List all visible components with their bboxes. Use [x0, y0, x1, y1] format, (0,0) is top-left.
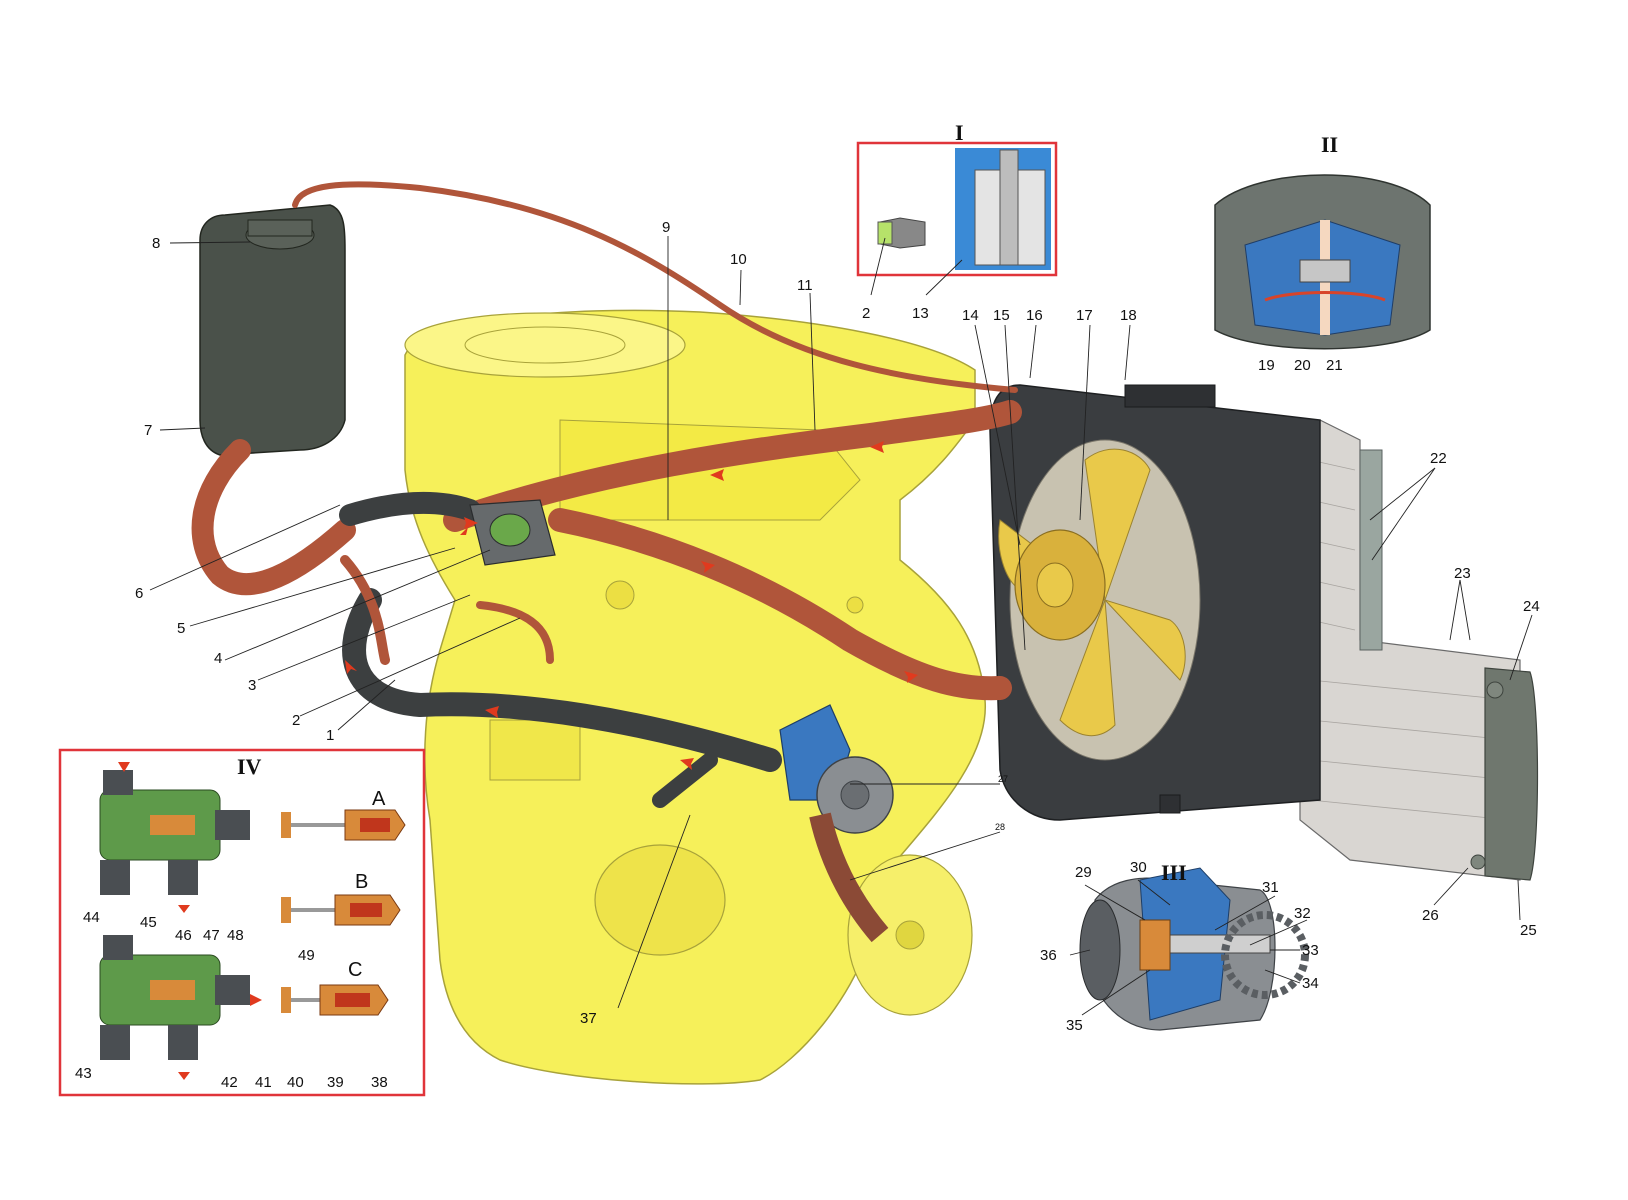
callout-26: 26 [1422, 907, 1439, 924]
callout-13: 13 [912, 305, 929, 322]
thermostat-element-c [281, 984, 389, 1016]
callout-23: 23 [1454, 565, 1471, 582]
thermostat-state-b: B [355, 871, 368, 893]
callout-28: 28 [995, 822, 1005, 832]
callout-6: 6 [135, 585, 143, 602]
callout-29: 29 [1075, 864, 1092, 881]
callout-32: 32 [1294, 905, 1311, 922]
callout-33: 33 [1302, 942, 1319, 959]
hoses [191, 181, 1022, 808]
callouts: 1 2 2 3 4 5 6 7 8 9 10 11 13 14 15 16 17… [75, 219, 1540, 1091]
detail-4 [58, 748, 426, 1097]
callout-5: 5 [177, 620, 185, 637]
flow-arrows [345, 441, 918, 770]
thermostat-state-c: C [348, 959, 362, 981]
thermostat-element-a [281, 809, 406, 841]
thermostat-closed [99, 762, 250, 913]
thermostat-element-b [281, 894, 401, 926]
radiator [1299, 419, 1539, 881]
detail-3 [1079, 867, 1309, 1031]
callout-15: 15 [993, 307, 1010, 324]
callout-49: 49 [298, 947, 315, 964]
callout-22: 22 [1430, 450, 1447, 467]
callout-43: 43 [75, 1065, 92, 1082]
callout-46: 46 [175, 927, 192, 944]
detail-2 [1214, 174, 1431, 350]
callout-17: 17 [1076, 307, 1093, 324]
callout-4: 4 [214, 650, 222, 667]
callout-11: 11 [797, 277, 813, 294]
fan [998, 439, 1201, 761]
callout-8: 8 [152, 235, 160, 252]
callout-39: 39 [327, 1074, 344, 1091]
callout-35: 35 [1066, 1017, 1083, 1034]
callout-3: 3 [248, 677, 256, 694]
callout-2-detail: 2 [862, 305, 870, 322]
callout-48: 48 [227, 927, 244, 944]
callout-7: 7 [144, 422, 152, 439]
detail-1-label: I [955, 120, 964, 145]
callout-42: 42 [221, 1074, 238, 1091]
expansion-tank [199, 204, 346, 456]
callout-38: 38 [371, 1074, 388, 1091]
detail-2-label: II [1321, 132, 1338, 157]
callout-21: 21 [1326, 357, 1343, 374]
callout-31: 31 [1262, 879, 1279, 896]
callout-45: 45 [140, 914, 157, 931]
detail-3-label: III [1161, 860, 1187, 885]
callout-27: 27 [998, 774, 1008, 784]
callout-44: 44 [83, 909, 100, 926]
callout-9: 9 [662, 219, 670, 236]
callout-2: 2 [292, 712, 300, 729]
thermostat-state-a: A [372, 788, 386, 810]
detail-1 [856, 141, 1058, 277]
callout-30: 30 [1130, 859, 1147, 876]
callout-18: 18 [1120, 307, 1137, 324]
callout-24: 24 [1523, 598, 1540, 615]
callout-19: 19 [1258, 357, 1275, 374]
callout-1: 1 [326, 727, 334, 744]
callout-41: 41 [255, 1074, 272, 1091]
callout-34: 34 [1302, 975, 1319, 992]
thermostat-housing [469, 499, 556, 566]
callout-20: 20 [1294, 357, 1311, 374]
callout-16: 16 [1026, 307, 1043, 324]
callout-40: 40 [287, 1074, 304, 1091]
callout-10: 10 [730, 251, 747, 268]
callout-14: 14 [962, 307, 979, 324]
callout-47: 47 [203, 927, 220, 944]
leader-lines [149, 236, 1533, 1016]
callout-37: 37 [580, 1010, 597, 1027]
callout-25: 25 [1520, 922, 1537, 939]
thermostat-open [99, 935, 262, 1080]
detail-4-label: IV [237, 754, 262, 779]
water-pump [779, 704, 894, 943]
callout-36: 36 [1040, 947, 1057, 964]
